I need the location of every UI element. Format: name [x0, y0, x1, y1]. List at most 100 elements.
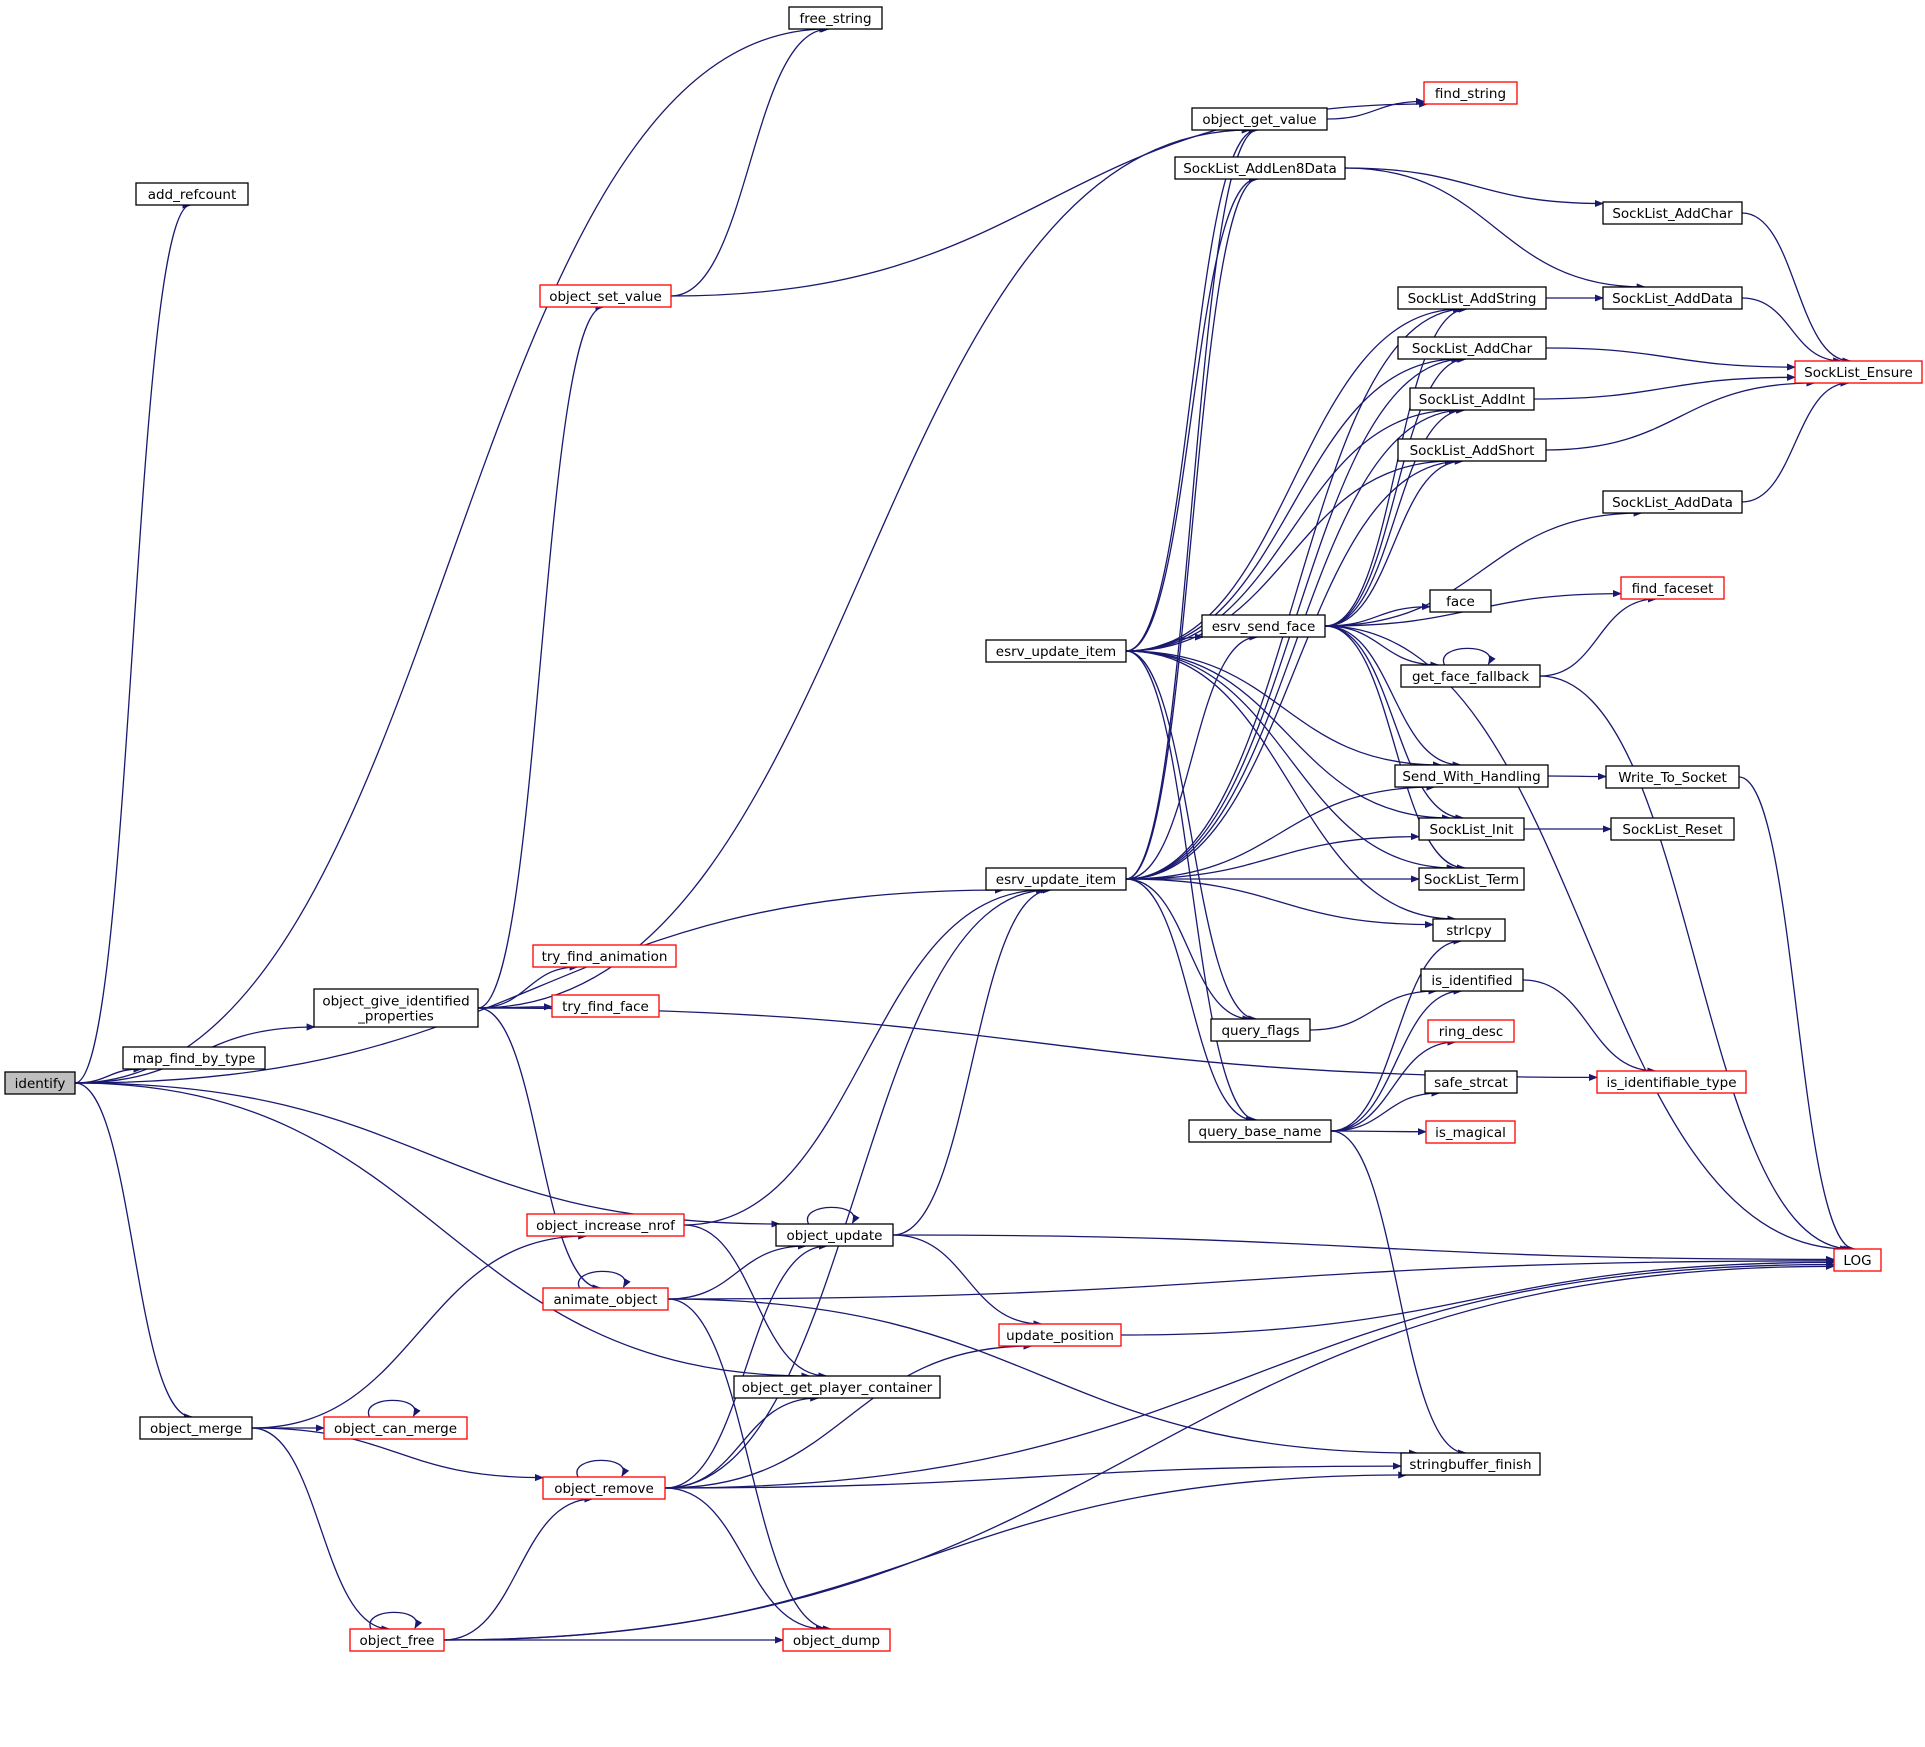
node-box[interactable] [122, 1046, 266, 1070]
node-SockList-AddInt[interactable]: SockList_AddInt [1409, 387, 1535, 411]
node-face[interactable]: face [1429, 589, 1492, 613]
node-box[interactable] [1191, 107, 1328, 131]
node-box[interactable] [349, 1628, 445, 1652]
node-map-find-by-type[interactable]: map_find_by_type [122, 1046, 266, 1070]
node-box[interactable] [1418, 867, 1525, 891]
node-LOG[interactable]: LOG [1833, 1248, 1882, 1272]
node-box[interactable] [551, 994, 660, 1018]
node-animate-object[interactable]: animate_object [542, 1287, 669, 1311]
node-box[interactable] [1210, 1018, 1311, 1042]
node-SockList-AddString[interactable]: SockList_AddString [1397, 286, 1547, 310]
node-try-find-face[interactable]: try_find_face [551, 994, 660, 1018]
node-box[interactable] [1409, 387, 1535, 411]
node-box[interactable] [135, 182, 249, 206]
node-box[interactable] [1427, 1019, 1515, 1043]
node-box[interactable] [1201, 614, 1326, 638]
node-SockList-AddData-a[interactable]: SockList_AddData [1602, 286, 1743, 310]
node-free-string[interactable]: free_string [788, 6, 883, 30]
node-box[interactable] [1794, 360, 1923, 384]
node-box[interactable] [782, 1628, 891, 1652]
node-SockList-Init[interactable]: SockList_Init [1418, 817, 1525, 841]
node-box[interactable] [985, 639, 1127, 663]
node-box[interactable] [1397, 336, 1547, 360]
node-SockList-AddShort[interactable]: SockList_AddShort [1397, 438, 1547, 462]
node-box[interactable] [733, 1375, 941, 1399]
node-object-update[interactable]: object_update [775, 1223, 894, 1247]
node-esrv-update-item-b[interactable]: esrv_update_item [985, 867, 1127, 891]
node-get-face-fallback[interactable]: get_face_fallback [1400, 664, 1541, 688]
node-find-faceset[interactable]: find_faceset [1620, 576, 1725, 600]
node-stringbuffer-finish[interactable]: stringbuffer_finish [1400, 1452, 1541, 1476]
node-box[interactable] [1602, 490, 1743, 514]
node-box[interactable] [1423, 81, 1518, 105]
node-box[interactable] [1420, 968, 1524, 992]
node-box[interactable] [1400, 664, 1541, 688]
node-box[interactable] [985, 867, 1127, 891]
node-SockList-Term[interactable]: SockList_Term [1418, 867, 1525, 891]
node-query-flags[interactable]: query_flags [1210, 1018, 1311, 1042]
node-esrv-send-face[interactable]: esrv_send_face [1201, 614, 1326, 638]
node-SockList-AddLen8Data[interactable]: SockList_AddLen8Data [1174, 156, 1346, 180]
node-object-increase-nrof[interactable]: object_increase_nrof [526, 1213, 685, 1237]
node-box[interactable] [1397, 438, 1547, 462]
node-SockList-AddData-b[interactable]: SockList_AddData [1602, 490, 1743, 514]
node-identify[interactable]: identify [4, 1071, 76, 1095]
node-object-set-value[interactable]: object_set_value [539, 284, 672, 308]
node-object-can-merge[interactable]: object_can_merge [323, 1416, 468, 1440]
node-box[interactable] [542, 1287, 669, 1311]
node-box[interactable] [1620, 576, 1725, 600]
node-box[interactable] [4, 1071, 76, 1095]
node-SockList-AddChar-b[interactable]: SockList_AddChar [1397, 336, 1547, 360]
node-box[interactable] [542, 1476, 666, 1500]
node-box[interactable] [998, 1323, 1122, 1347]
node-box[interactable] [532, 944, 677, 968]
node-update-position[interactable]: update_position [998, 1323, 1122, 1347]
node-box[interactable] [1596, 1070, 1747, 1094]
node-box[interactable] [775, 1223, 894, 1247]
node-SockList-Ensure[interactable]: SockList_Ensure [1794, 360, 1923, 384]
node-box[interactable] [1833, 1248, 1882, 1272]
node-is-magical[interactable]: is_magical [1425, 1120, 1516, 1144]
node-box[interactable] [1174, 156, 1346, 180]
node-is-identified[interactable]: is_identified [1420, 968, 1524, 992]
node-find-string[interactable]: find_string [1423, 81, 1518, 105]
node-box[interactable] [1397, 286, 1547, 310]
node-box[interactable] [1418, 817, 1525, 841]
node-object-give-identified-properties[interactable]: object_give_identified_properties [313, 988, 479, 1028]
node-box[interactable] [788, 6, 883, 30]
node-safe-strcat[interactable]: safe_strcat [1424, 1070, 1518, 1094]
node-query-base-name[interactable]: query_base_name [1188, 1119, 1332, 1143]
node-object-get-value[interactable]: object_get_value [1191, 107, 1328, 131]
node-box[interactable] [1424, 1070, 1518, 1094]
node-object-get-player-container[interactable]: object_get_player_container [733, 1375, 941, 1399]
node-Write-To-Socket[interactable]: Write_To_Socket [1605, 765, 1740, 789]
node-ring-desc[interactable]: ring_desc [1427, 1019, 1515, 1043]
node-box[interactable] [1188, 1119, 1332, 1143]
node-box[interactable] [313, 988, 479, 1028]
node-box[interactable] [1400, 1452, 1541, 1476]
node-strlcpy[interactable]: strlcpy [1432, 918, 1506, 942]
node-box[interactable] [1610, 817, 1735, 841]
node-box[interactable] [323, 1416, 468, 1440]
node-try-find-animation[interactable]: try_find_animation [532, 944, 677, 968]
node-SockList-AddChar-a[interactable]: SockList_AddChar [1602, 201, 1743, 225]
node-box[interactable] [1394, 764, 1549, 788]
node-box[interactable] [1425, 1120, 1516, 1144]
node-is-identifiable-type[interactable]: is_identifiable_type [1596, 1070, 1747, 1094]
node-object-remove[interactable]: object_remove [542, 1476, 666, 1500]
node-box[interactable] [1605, 765, 1740, 789]
node-esrv-update-item-a[interactable]: esrv_update_item [985, 639, 1127, 663]
node-box[interactable] [1432, 918, 1506, 942]
node-box[interactable] [139, 1416, 253, 1440]
node-box[interactable] [526, 1213, 685, 1237]
node-object-dump[interactable]: object_dump [782, 1628, 891, 1652]
node-add-refcount[interactable]: add_refcount [135, 182, 249, 206]
node-box[interactable] [1429, 589, 1492, 613]
node-Send-With-Handling[interactable]: Send_With_Handling [1394, 764, 1549, 788]
node-box[interactable] [539, 284, 672, 308]
node-box[interactable] [1602, 201, 1743, 225]
node-object-free[interactable]: object_free [349, 1628, 445, 1652]
node-box[interactable] [1602, 286, 1743, 310]
node-SockList-Reset[interactable]: SockList_Reset [1610, 817, 1735, 841]
node-object-merge[interactable]: object_merge [139, 1416, 253, 1440]
